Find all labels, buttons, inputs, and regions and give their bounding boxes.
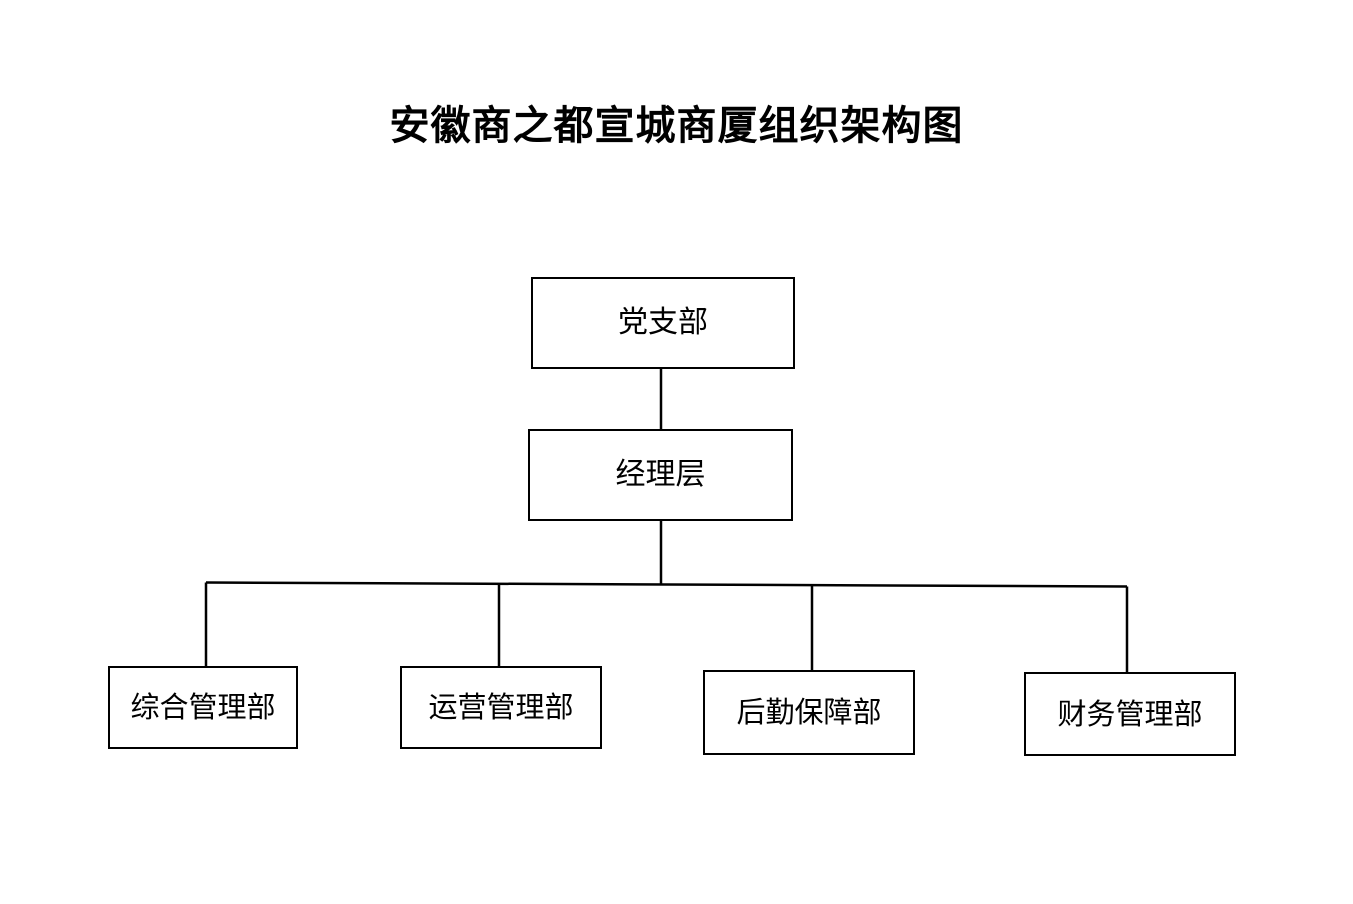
node-department-logistics-support[interactable]: 后勤保障部 (703, 670, 915, 755)
node-department-general-management[interactable]: 综合管理部 (108, 666, 298, 749)
node-department-label: 运营管理部 (428, 690, 574, 724)
node-manager-layer[interactable]: 经理层 (528, 429, 793, 521)
edge-bus-horizontal (205, 581, 1128, 588)
node-department-label: 财务管理部 (1057, 696, 1203, 731)
node-party-branch-label: 党支部 (618, 305, 708, 340)
node-party-branch[interactable]: 党支部 (531, 277, 795, 369)
node-department-finance-management[interactable]: 财务管理部 (1024, 672, 1236, 756)
page-title: 安徽商之都宣城商厦组织架构图 (389, 102, 964, 149)
node-department-operations-management[interactable]: 运营管理部 (400, 666, 602, 749)
node-manager-layer-label: 经理层 (615, 457, 706, 492)
node-department-label: 综合管理部 (130, 690, 276, 724)
node-department-label: 后勤保障部 (736, 695, 882, 729)
